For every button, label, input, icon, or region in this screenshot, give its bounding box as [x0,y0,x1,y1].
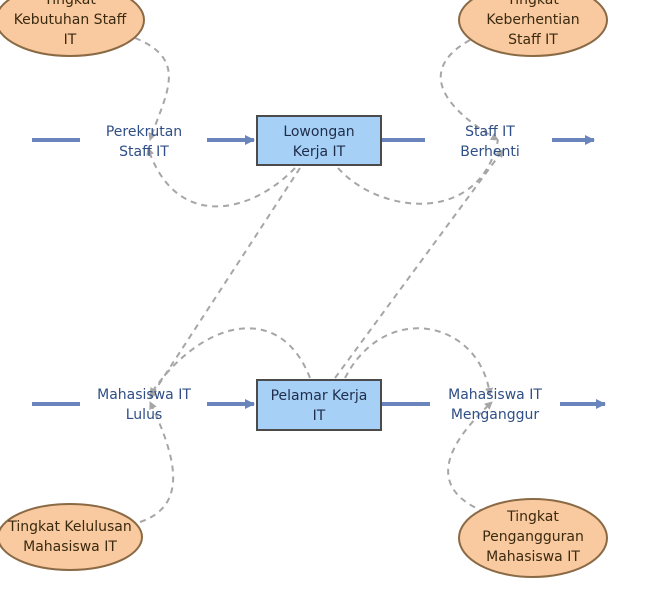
aux-keberhentian-line-2: Keberhentian [486,12,579,28]
flow-lulus-line-2: Lulus [126,407,162,423]
aux-keberhentian-ellipse[interactable] [458,0,608,57]
stock-pelamar-line-2: IT [313,408,326,424]
link-pelamar-to-menganggur [344,327,494,396]
flow-perekrutan-line-2: Staff IT [119,144,169,160]
link-pelamar-to-berhenti [334,149,504,379]
stock-pelamar-kerja-it[interactable]: Pelamar Kerja IT [256,379,382,431]
aux-kelulusan-ellipse[interactable] [0,503,143,571]
aux-pengangguran-line-2: Pengangguran [482,529,584,545]
stock-pelamar-box[interactable] [256,379,382,431]
link-keberhentian-to-berhenti [439,39,499,141]
flow-menganggur-line-2: Menganggur [451,407,540,423]
aux-keberhentian-line-1: Tingkat [506,0,559,8]
flow-menganggur-line-1: Mahasiswa IT [448,387,542,403]
aux-kebutuhan-line-3: IT [64,32,77,48]
link-kelulusan-to-lulus [139,401,175,523]
flow-perekrutan-line-1: Perekrutan [106,124,182,140]
aux-tingkat-pengangguran-mahasiswa-it[interactable]: Tingkat Pengangguran Mahasiswa IT [458,498,608,578]
flow-lulus-line-1: Mahasiswa IT [97,387,191,403]
aux-tingkat-keberhentian-staff-it[interactable]: Tingkat Keberhentian Staff IT [458,0,608,57]
aux-kebutuhan-ellipse[interactable] [0,0,145,57]
aux-tingkat-kebutuhan-staff-it[interactable]: Tingkat Kebutuhan Staff IT [0,0,145,57]
flow-lulus: Mahasiswa IT Lulus [97,387,191,423]
link-lowongan-to-berhenti [337,139,499,205]
stock-lowongan-line-2: Kerja IT [293,144,346,160]
influence-links [134,37,504,523]
link-lowongan-to-lulus [149,167,301,399]
flow-berhenti: Staff IT Berhenti [460,124,519,160]
aux-kelulusan-line-1: Tingkat Kelulusan [7,519,132,535]
link-lowongan-to-perekrutan [146,147,296,208]
flow-menganggur: Mahasiswa IT Menganggur [448,387,542,423]
stock-pelamar-line-1: Pelamar Kerja [271,388,368,404]
aux-pengangguran-line-1: Tingkat [506,509,559,525]
stock-lowongan-line-1: Lowongan [283,124,354,140]
link-kebutuhan-to-perekrutan [134,37,170,141]
aux-pengangguran-ellipse[interactable] [458,498,608,578]
aux-pengangguran-line-3: Mahasiswa IT [486,549,580,565]
stock-lowongan-box[interactable] [256,115,382,166]
aux-kelulusan-line-2: Mahasiswa IT [23,539,117,555]
stock-lowongan-kerja-it[interactable]: Lowongan Kerja IT [256,115,382,166]
aux-kebutuhan-line-2: Kebutuhan Staff [14,12,127,28]
flow-pipes [32,135,606,409]
flow-berhenti-line-1: Staff IT [465,124,515,140]
flow-berhenti-line-2: Berhenti [460,144,519,160]
flow-perekrutan: Perekrutan Staff IT [106,124,182,160]
aux-tingkat-kelulusan-mahasiswa-it[interactable]: Tingkat Kelulusan Mahasiswa IT [0,503,143,571]
aux-keberhentian-line-3: Staff IT [508,32,558,48]
aux-kebutuhan-line-1: Tingkat [43,0,96,8]
